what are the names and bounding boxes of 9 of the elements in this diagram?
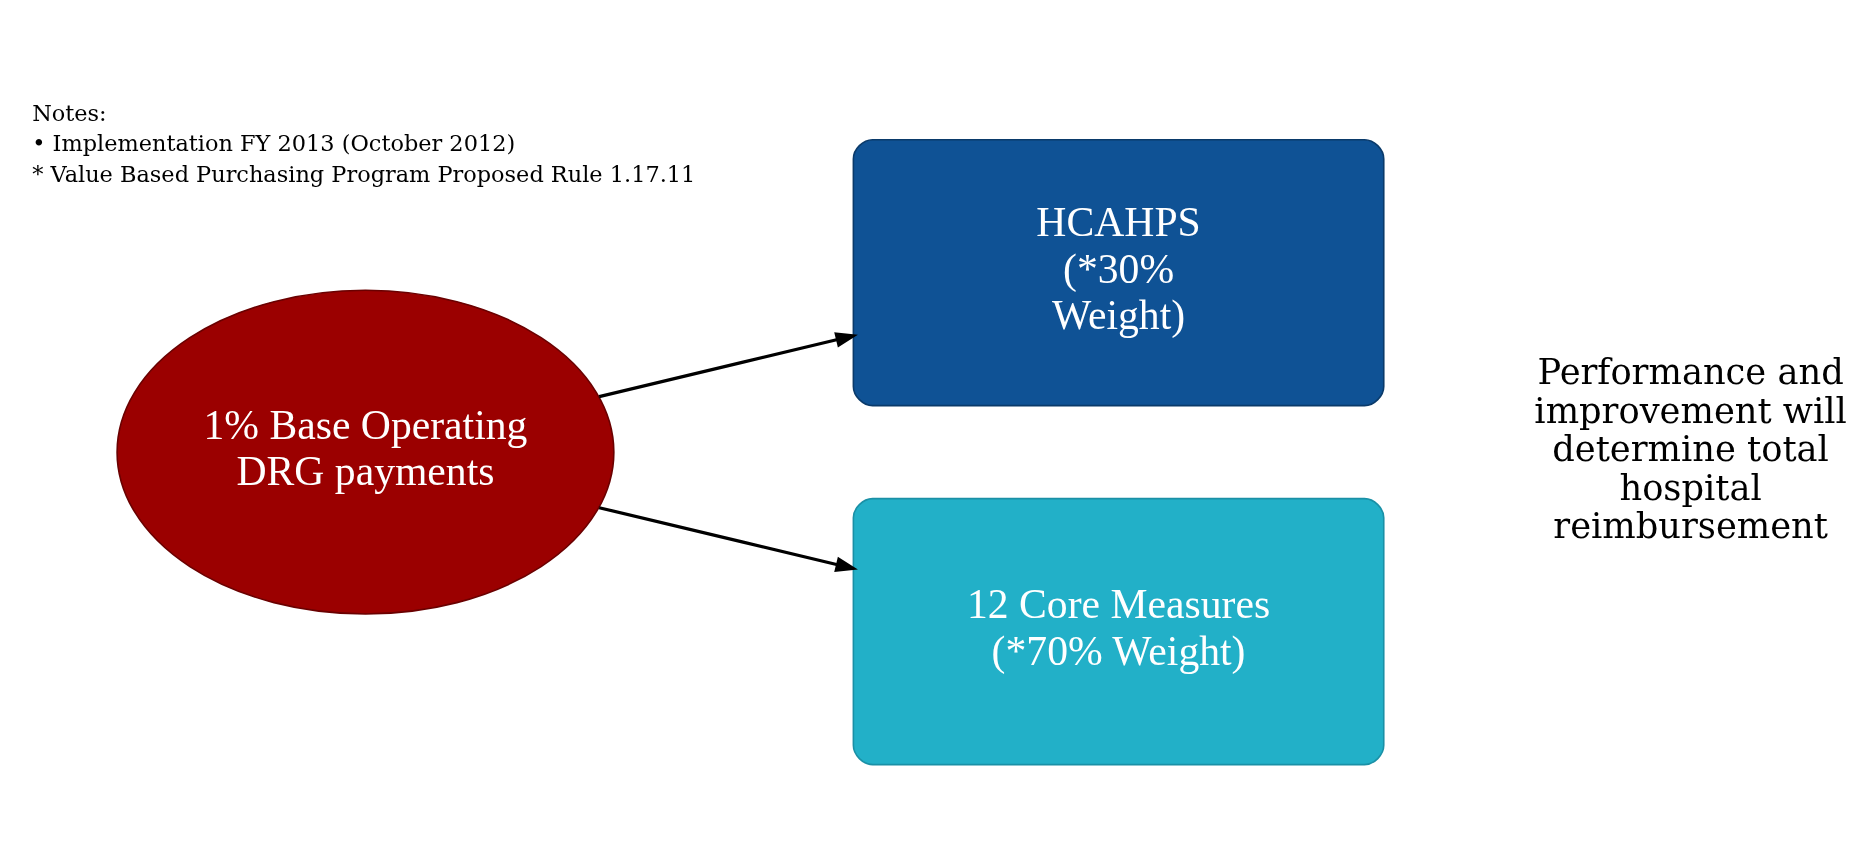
node-box: HCAHPS (*30% Weight) bbox=[852, 138, 1385, 407]
label: * Value Based Purchasing Program Proposed Rule 1.17.11 bbox=[32, 160, 696, 187]
arrow bbox=[598, 332, 858, 399]
label: Notes: bbox=[32, 99, 107, 126]
arrow bbox=[598, 506, 858, 572]
node-ellipse: 1% Base Operating DRG payments bbox=[116, 289, 615, 615]
label: • Implementation FY 2013 (October 2012) bbox=[32, 130, 516, 157]
node-box: 12 Core Measures (*70% Weight) bbox=[852, 497, 1385, 766]
node-text: Performance and improvement will determine total hospital reimbursement bbox=[1534, 351, 1847, 547]
